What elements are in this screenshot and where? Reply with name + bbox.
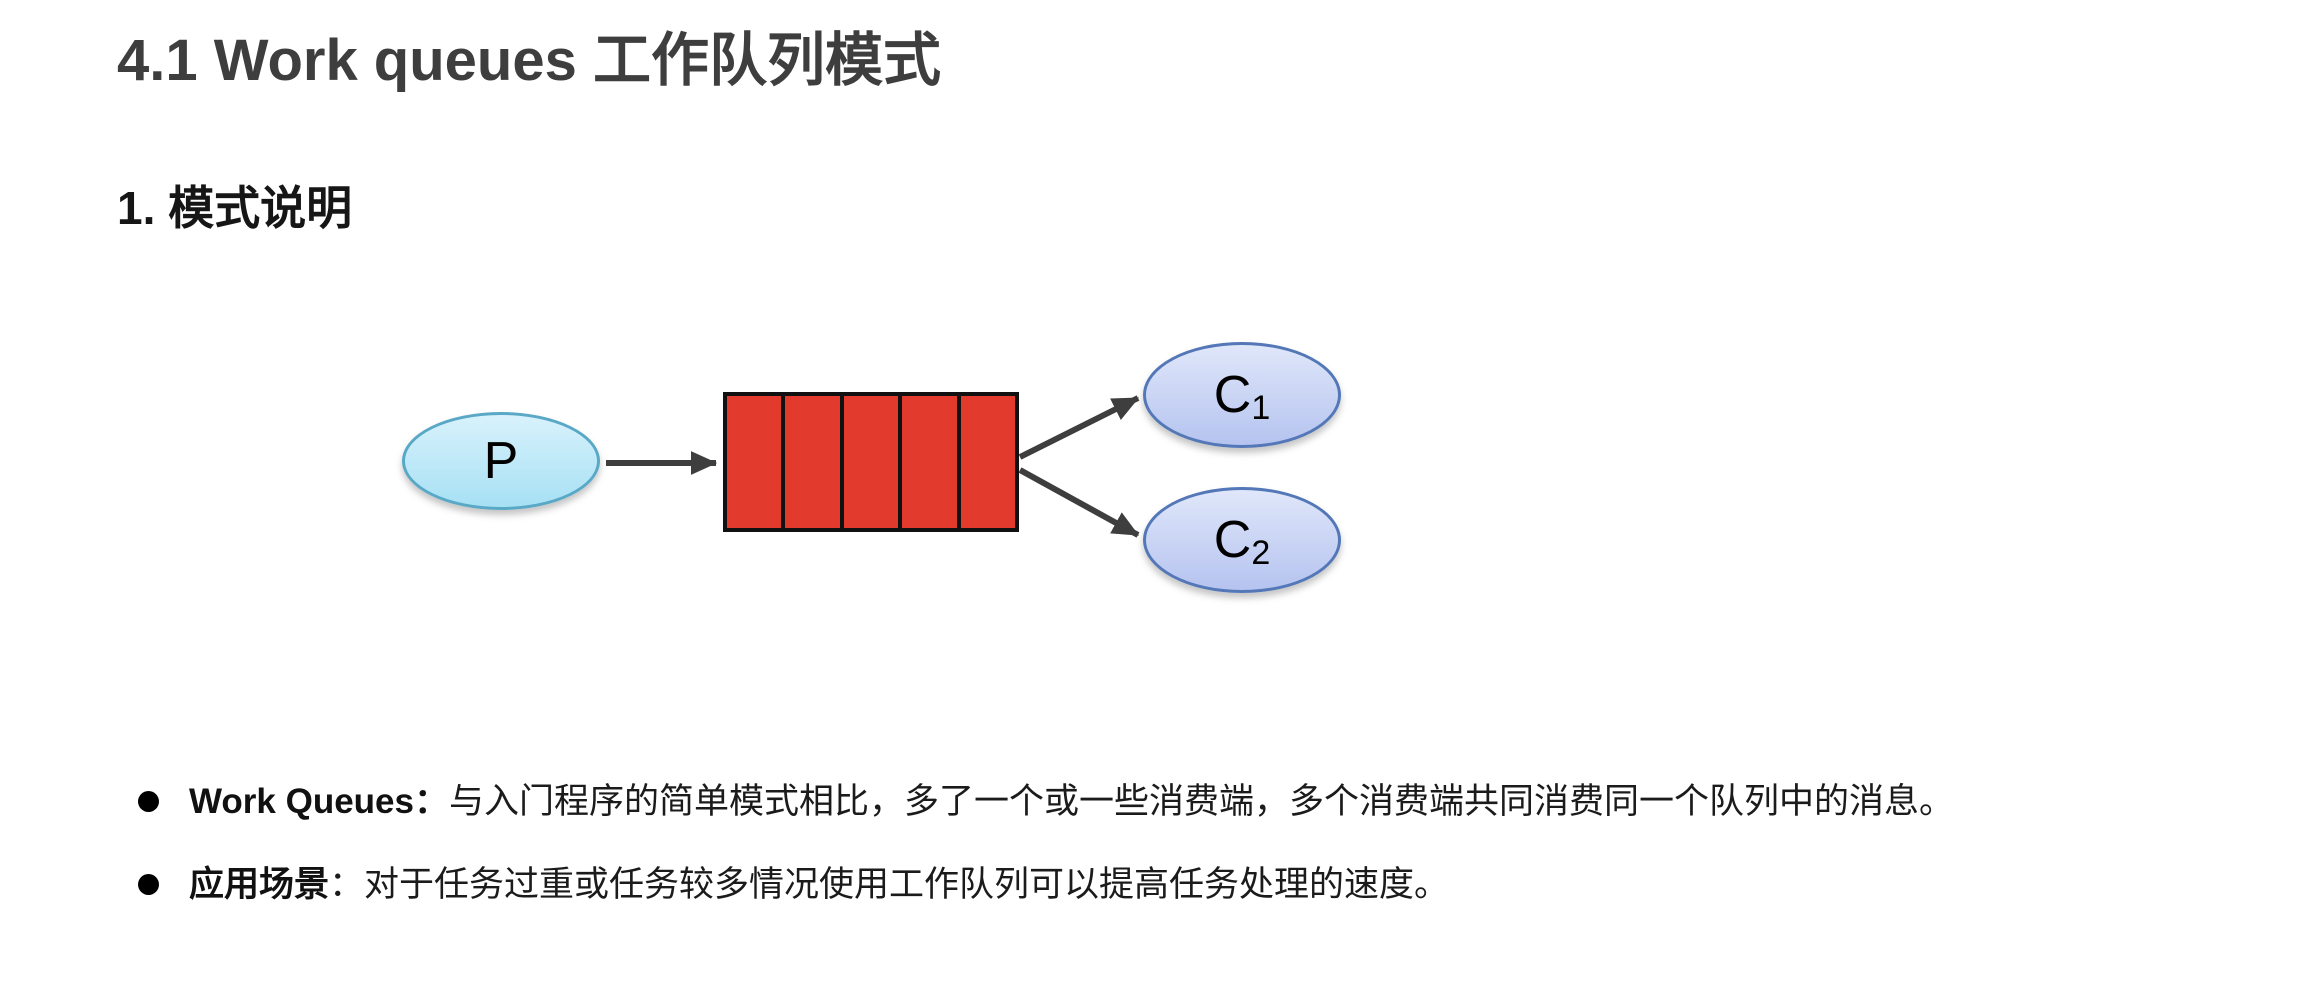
- bullet-bold-label: Work Queues：: [189, 782, 449, 821]
- consumer-1-subscript: 1: [1251, 389, 1271, 427]
- producer-node: P: [402, 412, 600, 510]
- arrow-layer: [606, 395, 1140, 538]
- bullet-marker-icon: [138, 791, 159, 812]
- bullet-text: Work Queues：与入门程序的简单模式相比，多了一个或一些消费端，多个消费…: [189, 780, 1954, 824]
- bullet-body: 与入门程序的简单模式相比，多了一个或一些消费端，多个消费端共同消费同一个队列中的…: [448, 782, 1954, 821]
- consumer-2-label: C: [1213, 511, 1252, 569]
- queue-segment: [785, 396, 840, 528]
- queue-segment: [843, 396, 899, 528]
- bullet-marker-icon: [138, 874, 159, 895]
- queue-to-consumer1-arrow: [1018, 395, 1140, 460]
- producer-label: P: [483, 432, 519, 490]
- page-title: 4.1 Work queues 工作队列模式: [117, 28, 941, 93]
- bullet-bold-label: 应用场景: [189, 865, 330, 904]
- work-queues-diagram: P C 1 C 2: [390, 330, 1420, 620]
- consumer-2-subscript: 2: [1251, 534, 1271, 572]
- queue-segment: [960, 396, 1016, 528]
- consumer-1-node: C 1: [1143, 342, 1341, 448]
- bullet-body: ：对于任务过重或任务较多情况使用工作队列可以提高任务处理的速度。: [329, 865, 1450, 904]
- section-heading: 1. 模式说明: [117, 182, 353, 234]
- consumer-1-label: C: [1213, 366, 1252, 424]
- queue-segment: [727, 396, 782, 528]
- consumer-2-node: C 2: [1143, 487, 1341, 593]
- bullet-item-use-case: 应用场景：对于任务过重或任务较多情况使用工作队列可以提高任务处理的速度。: [138, 863, 1449, 907]
- queue: [723, 392, 1019, 532]
- bullet-text: 应用场景：对于任务过重或任务较多情况使用工作队列可以提高任务处理的速度。: [189, 863, 1449, 907]
- queue-segment: [902, 396, 957, 528]
- queue-to-consumer2-arrow: [1018, 467, 1140, 538]
- bullet-item-work-queues: Work Queues：与入门程序的简单模式相比，多了一个或一些消费端，多个消费…: [138, 780, 1954, 824]
